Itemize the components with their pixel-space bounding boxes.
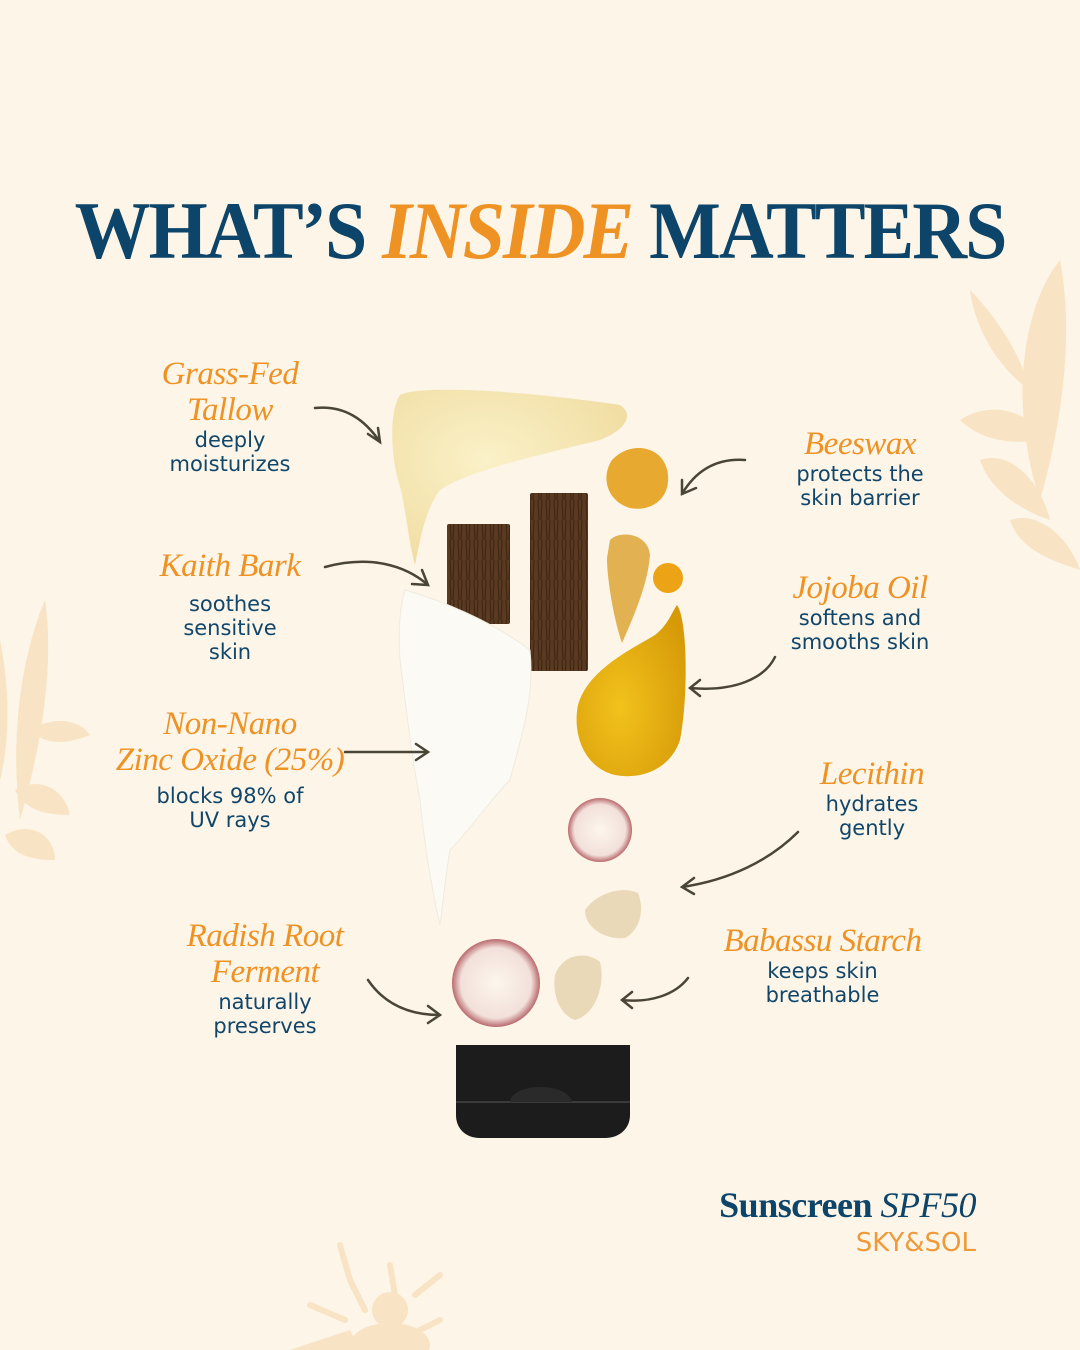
ingredient-name: Kaith Bark — [159, 548, 301, 584]
brand-logo: SKY&SOL — [855, 1228, 976, 1258]
jojoba-oil-drop — [576, 605, 686, 777]
ingredient-description: deeply moisturizes — [169, 428, 291, 476]
babassu-starch-pile-1 — [585, 890, 642, 939]
beeswax-drop — [606, 448, 669, 509]
ingredient-label-jojoba-oil: Jojoba Oil softens and smooths skin — [760, 570, 960, 654]
title-part-1: WHAT’S — [74, 185, 368, 277]
ingredient-name: Lecithin — [819, 756, 925, 792]
ingredient-description: hydrates gently — [825, 792, 919, 840]
zinc-oxide-powder — [398, 589, 532, 926]
arrow-beeswax-icon — [680, 458, 747, 496]
lecithin-radish-slice — [568, 798, 632, 862]
page-title: WHAT’S INSIDE MATTERS — [0, 185, 1080, 279]
arrow-zinc-icon — [343, 742, 431, 762]
ingredient-description: soothes sensitive skin — [183, 592, 277, 664]
ingredient-label-kaith-bark: Kaith Bark soothes sensitive skin — [120, 548, 340, 664]
ingredient-label-lecithin: Lecithin hydrates gently — [772, 756, 972, 840]
product-footer: Sunscreen SPF50 SKY&SOL — [719, 1184, 976, 1258]
arrow-kaith-icon — [323, 560, 430, 587]
jojoba-small-drop — [653, 563, 683, 593]
ingredient-description: blocks 98% of UV rays — [156, 784, 304, 832]
radish-root-slice — [452, 939, 540, 1027]
ingredient-description: naturally preserves — [213, 990, 317, 1038]
arrow-tallow-icon — [313, 406, 382, 445]
arrow-jojoba-icon — [687, 655, 777, 698]
tallow-swatch — [392, 389, 628, 565]
ingredient-description: keeps skin breathable — [765, 959, 880, 1007]
kaith-bark-piece-1 — [447, 524, 510, 624]
babassu-starch-pile-2 — [554, 955, 602, 1020]
beeswax-teardrop — [607, 534, 650, 643]
ingredient-name: Beeswax — [804, 426, 916, 462]
ingredient-name: Babassu Starch — [723, 923, 922, 959]
title-part-2: MATTERS — [649, 185, 1007, 277]
ingredient-description: softens and smooths skin — [790, 606, 930, 654]
spf-rating: SPF50 — [880, 1185, 977, 1225]
sunscreen-tube-cap — [456, 1045, 630, 1138]
arrow-babassu-icon — [619, 976, 690, 1010]
arrow-radish-icon — [366, 978, 443, 1025]
ingredient-label-beeswax: Beeswax protects the skin barrier — [760, 426, 960, 510]
ingredient-label-babassu-starch: Babassu Starch keeps skin breathable — [700, 923, 945, 1007]
ingredient-description: protects the skin barrier — [796, 462, 924, 510]
title-accent: INSIDE — [382, 185, 634, 277]
ingredient-name: Jojoba Oil — [792, 570, 928, 606]
product-name: Sunscreen SPF50 — [719, 1185, 977, 1225]
kaith-bark-piece-2 — [530, 493, 588, 671]
arrow-lecithin-icon — [679, 830, 800, 896]
